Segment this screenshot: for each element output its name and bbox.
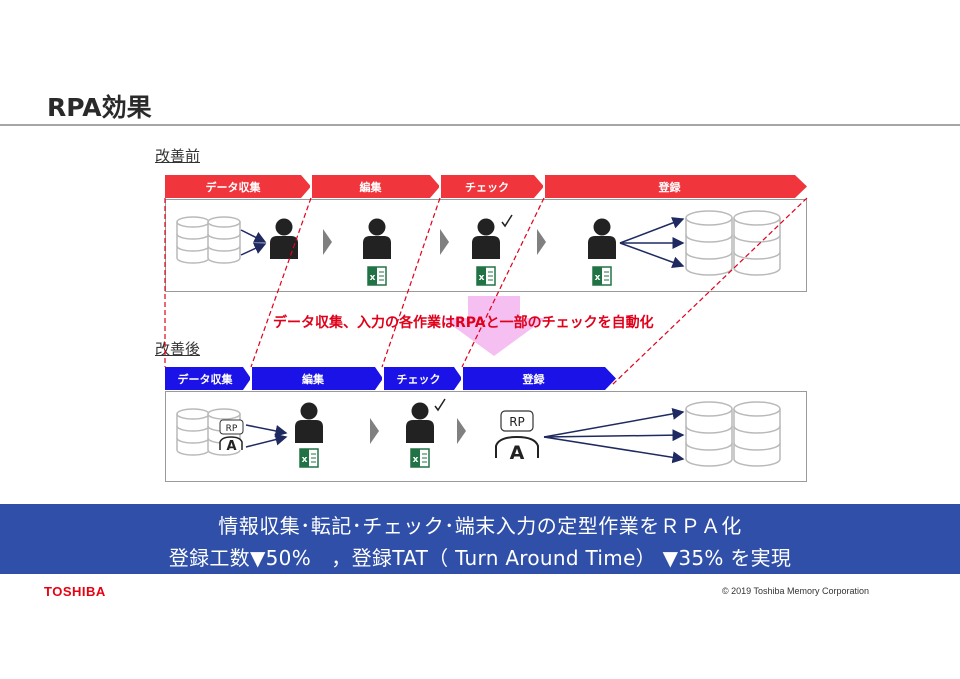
rpa-robot-icon: RP A <box>219 419 244 454</box>
down-arrow-icon <box>442 296 546 356</box>
excel-icon <box>367 266 387 286</box>
target-database-icon <box>733 210 781 276</box>
after-stage-shape-4 <box>462 367 616 390</box>
checkmark-icon <box>434 398 446 412</box>
excel-icon <box>299 448 319 468</box>
after-stage-shape-1 <box>165 367 251 390</box>
chevron-right-icon <box>537 229 546 255</box>
after-stage-shape-2 <box>251 367 383 390</box>
company-logo: TOSHIBA <box>44 584 106 599</box>
worker-icon <box>588 218 616 259</box>
worker-icon <box>363 218 391 259</box>
summary-banner: 情報収集･転記･チェック･端末入力の定型作業をＲＰＡ化 登録工数▼50% ，登録… <box>0 504 960 574</box>
chevron-right-icon <box>370 418 379 444</box>
svg-text:RP: RP <box>226 424 238 434</box>
after-stage-register: 登録 <box>522 372 545 386</box>
before-stage-bar <box>165 175 807 198</box>
worker-icon <box>406 402 434 443</box>
copyright-text: © 2019 Toshiba Memory Corporation <box>722 586 870 596</box>
checkmark-icon <box>501 214 513 228</box>
svg-text:A: A <box>226 439 236 454</box>
before-stage-data-collection: データ収集 <box>205 180 261 194</box>
target-database-icon <box>685 401 733 467</box>
source-database-icon <box>176 216 210 264</box>
after-stage-edit: 編集 <box>302 372 324 386</box>
before-stage-shape-3 <box>440 175 544 198</box>
page-title: RPA効果 <box>47 93 152 122</box>
before-stage-shape-2 <box>311 175 440 198</box>
source-database-icon <box>176 408 210 456</box>
before-section-label: 改善前 <box>155 147 201 165</box>
after-stage-shape-3 <box>383 367 462 390</box>
worker-icon <box>295 402 323 443</box>
before-stage-register: 登録 <box>658 180 681 194</box>
chevron-right-icon <box>440 229 449 255</box>
before-stage-shape-1 <box>165 175 311 198</box>
before-stage-labels: データ収集 編集 チェック 登録 <box>165 175 810 198</box>
svg-text:A: A <box>510 442 525 464</box>
summary-line-1: 情報収集･転記･チェック･端末入力の定型作業をＲＰＡ化 <box>218 514 742 538</box>
excel-icon <box>410 448 430 468</box>
chevron-right-icon <box>323 229 332 255</box>
after-stage-bar <box>165 367 616 390</box>
before-stage-edit: 編集 <box>359 180 382 194</box>
title-divider <box>0 124 960 126</box>
target-database-icon <box>733 401 781 467</box>
before-stage-shape-4 <box>544 175 807 198</box>
source-database-icon <box>207 216 241 264</box>
rpa-robot-icon: RP A <box>495 410 539 464</box>
worker-icon <box>472 218 500 259</box>
after-stage-labels: データ収集 編集 チェック 登録 <box>165 367 620 390</box>
after-section-label: 改善後 <box>155 340 201 358</box>
after-stage-check: チェック <box>396 372 441 386</box>
after-stage-data-collection: データ収集 <box>177 372 233 386</box>
worker-icon <box>270 218 298 259</box>
excel-icon <box>592 266 612 286</box>
chevron-right-icon <box>457 418 466 444</box>
summary-line-2: 登録工数▼50% ，登録TAT（ Turn Around Time） ▼35% … <box>168 546 792 570</box>
target-database-icon <box>685 210 733 276</box>
excel-icon <box>476 266 496 286</box>
automation-callout: データ収集、入力の各作業はRPAと一部のチェックを自動化 <box>273 315 654 331</box>
svg-text:RP: RP <box>509 415 525 429</box>
before-stage-check: チェック <box>465 180 509 194</box>
stage-mapping-lines <box>164 197 808 386</box>
